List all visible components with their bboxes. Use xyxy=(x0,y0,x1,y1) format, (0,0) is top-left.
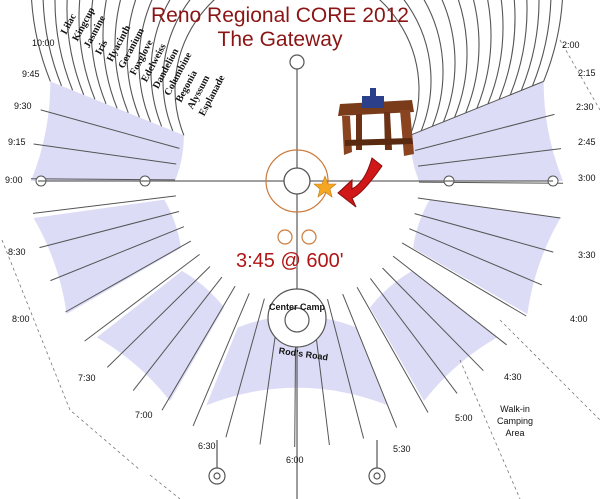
radial-street xyxy=(414,113,555,151)
time-label-left: 10:00 xyxy=(32,38,55,48)
time-label-left: 7:30 xyxy=(78,373,96,383)
street-arcs xyxy=(31,0,563,136)
camp-block xyxy=(31,81,184,181)
map-title: Reno Regional CORE 2012 xyxy=(151,4,409,27)
center-camp xyxy=(267,288,327,348)
radial-street xyxy=(40,109,180,149)
time-label-right: 2:15 xyxy=(578,68,596,78)
camp-block xyxy=(33,199,181,314)
radial-street xyxy=(401,242,527,317)
radial-street xyxy=(50,226,185,282)
time-label-left: 9:45 xyxy=(22,69,40,79)
time-label-left: 8:00 xyxy=(12,314,30,324)
radial-street xyxy=(418,181,564,184)
top-node xyxy=(289,54,305,70)
radial-street xyxy=(33,143,177,165)
man-rings xyxy=(265,149,329,245)
walkin-label-2: Camping xyxy=(497,416,533,426)
center-camp-label: Center Camp xyxy=(269,302,326,312)
time-label-right: 3:30 xyxy=(578,250,596,260)
radial-street xyxy=(418,148,562,167)
radial-street xyxy=(409,228,543,286)
time-label-left: 9:15 xyxy=(8,137,26,147)
time-label-right: 2:30 xyxy=(576,102,594,112)
camp-block xyxy=(370,270,498,401)
time-labels: 10:00 9:45 9:30 9:15 9:00 8:30 8:00 7:30 7:00 6:3… xyxy=(5,38,596,465)
radial-street xyxy=(225,298,265,438)
time-label-right: 2:45 xyxy=(578,137,596,147)
radial-street xyxy=(414,213,554,253)
street-arc xyxy=(150,0,444,127)
pointer-arrow-icon xyxy=(337,157,383,208)
street-arc xyxy=(126,0,468,118)
street-arc xyxy=(162,0,432,132)
camp-block xyxy=(96,270,224,401)
camp-block xyxy=(410,81,563,181)
time-label-left: 8:30 xyxy=(8,247,26,257)
radial-street xyxy=(392,255,507,346)
street-arc xyxy=(138,0,456,123)
radial-street xyxy=(192,293,250,427)
camp-blocks xyxy=(31,81,563,406)
time-label-left: 9:00 xyxy=(5,175,23,185)
radial-street xyxy=(161,285,236,411)
boundary-lines xyxy=(1,39,600,499)
radial-street xyxy=(382,267,484,372)
radial-street xyxy=(409,80,544,136)
radial-street xyxy=(106,266,211,368)
radial-street xyxy=(356,286,429,413)
gateway-structure-icon xyxy=(338,88,414,156)
time-label-left: 6:00 xyxy=(286,455,304,465)
street-arc xyxy=(114,0,480,114)
time-label-right: 5:00 xyxy=(455,413,473,423)
radial-street xyxy=(30,178,176,181)
time-label-right: 4:00 xyxy=(570,314,588,324)
map-subtitle: The Gateway xyxy=(217,28,343,51)
marker-label: 3:45 @ 600' xyxy=(236,250,344,272)
time-label-left: 6:30 xyxy=(198,441,216,451)
radial-street xyxy=(327,298,365,439)
walkin-label-3: Area xyxy=(505,428,524,438)
radial-street xyxy=(65,240,192,313)
radial-street xyxy=(39,211,180,249)
time-label-left: 9:30 xyxy=(14,101,32,111)
location-star xyxy=(313,175,337,198)
time-label-left: 7:00 xyxy=(135,410,153,420)
radial-street xyxy=(342,293,398,428)
time-label-right: 3:00 xyxy=(578,173,596,183)
camp-block xyxy=(413,199,561,314)
radial-street xyxy=(84,254,200,342)
time-label-right: 4:30 xyxy=(504,372,522,382)
street-arc xyxy=(174,0,420,136)
radial-street xyxy=(32,195,176,214)
radial-street xyxy=(370,278,458,394)
walkin-label-1: Walk-in xyxy=(500,404,530,414)
bottom-nodes xyxy=(208,440,386,485)
radial-street xyxy=(417,197,561,219)
radial-streets xyxy=(30,80,564,448)
radial-street xyxy=(132,276,223,391)
time-label-right: 2:00 xyxy=(562,40,580,50)
time-label-right: 5:30 xyxy=(393,444,411,454)
